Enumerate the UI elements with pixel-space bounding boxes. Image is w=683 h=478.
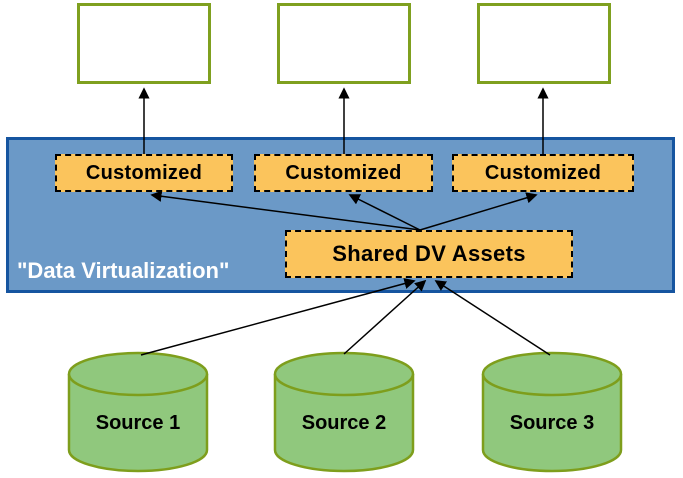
top-box-3: [477, 3, 611, 84]
database-cylinder-icon: [273, 351, 415, 473]
customized-box-1: Customized: [55, 154, 233, 192]
data-virtualization-layer: Customized Customized Customized Shared …: [6, 137, 675, 293]
top-box-2: [277, 3, 411, 84]
source-1-label: Source 1: [95, 412, 181, 434]
source-cylinder-3: Source 3: [480, 350, 624, 476]
source-3-label: Source 3: [509, 412, 595, 434]
customized-box-2-label: Customized: [285, 161, 402, 184]
dv-layer-label: "Data Virtualization": [17, 258, 230, 283]
source-cylinder-2: Source 2: [272, 350, 416, 476]
database-cylinder-icon: [67, 351, 209, 473]
customized-box-3: Customized: [452, 154, 634, 192]
customized-box-2: Customized: [254, 154, 433, 192]
shared-dv-assets-box: Shared DV Assets: [285, 230, 573, 278]
source-2-label: Source 2: [301, 412, 387, 434]
source-cylinder-1: Source 1: [66, 350, 210, 476]
shared-dv-assets-label: Shared DV Assets: [332, 241, 526, 266]
database-cylinder-icon: [481, 351, 623, 473]
customized-box-3-label: Customized: [484, 161, 602, 184]
top-box-1: [77, 3, 211, 84]
customized-box-1-label: Customized: [85, 161, 203, 184]
